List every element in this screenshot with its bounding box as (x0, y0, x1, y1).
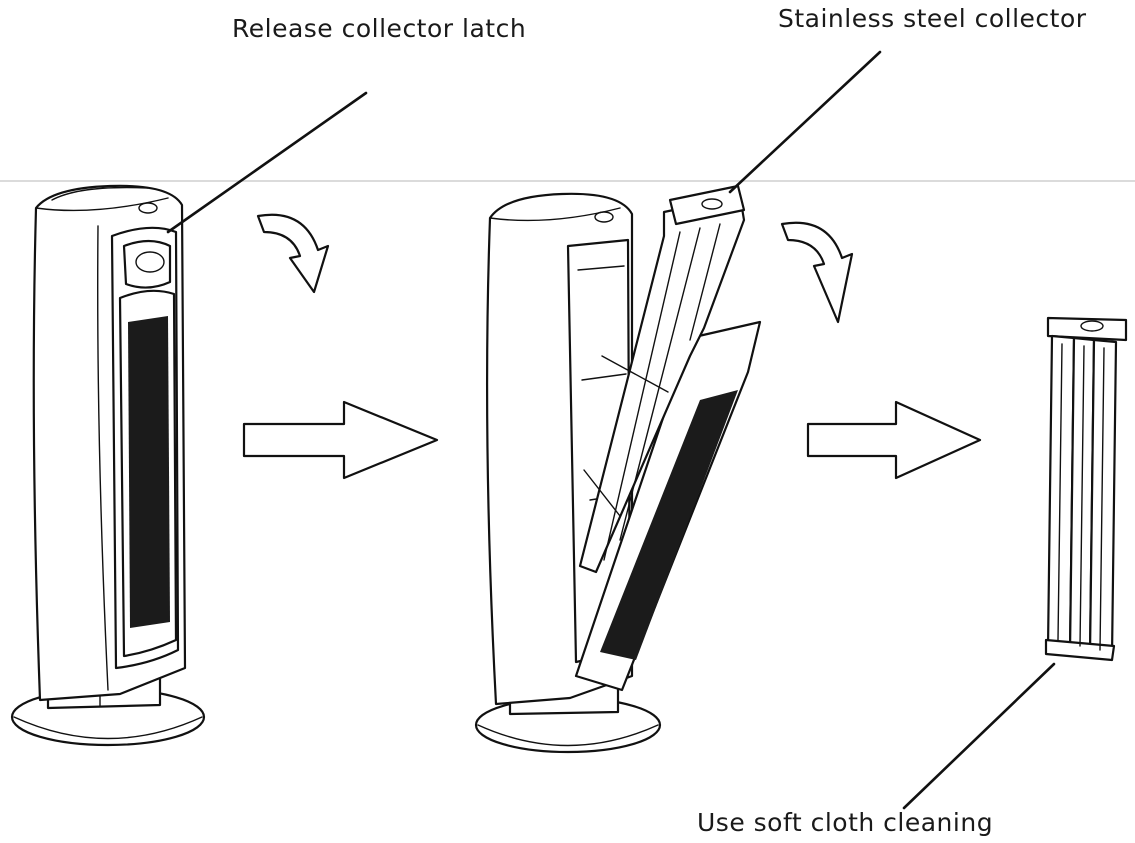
collector-removed (1044, 316, 1128, 662)
step-arrow-1 (242, 400, 439, 480)
step-arrow-2 (806, 400, 982, 480)
callout-line-latch (166, 91, 368, 234)
label-soft-cloth-cleaning: Use soft cloth cleaning (697, 808, 994, 837)
label-release-latch: Release collector latch (232, 14, 527, 43)
curved-rotate-arrow-1 (256, 213, 330, 294)
label-stainless-collector: Stainless steel collector (778, 4, 1087, 33)
curved-rotate-arrow-2 (780, 221, 854, 324)
purifier-closed (10, 184, 206, 747)
purifier-open (474, 184, 762, 754)
callout-line-collector (728, 50, 882, 194)
callout-line-cleaning (902, 662, 1056, 810)
